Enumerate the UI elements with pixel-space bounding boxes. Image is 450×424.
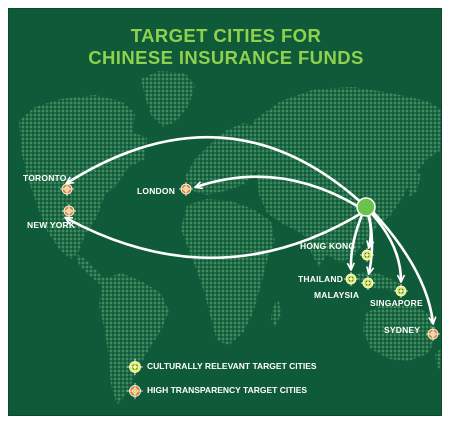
- legend-transparency-marker: [127, 383, 143, 399]
- legend-label-culturally-relevant: CULTURALLY RELEVANT TARGET CITIES: [147, 361, 317, 371]
- crosshair-target-icon-toronto: [60, 182, 74, 196]
- crosshair-target-icon-london: [179, 182, 193, 196]
- city-label-hong-kong: HONG KONG: [300, 241, 356, 251]
- crosshair-target-icon-hong-kong: [360, 248, 374, 262]
- city-label-new-york: NEW YORK: [27, 220, 76, 230]
- city-label-sydney: SYDNEY: [384, 325, 421, 335]
- africa: [181, 199, 275, 345]
- flow-arrows: [66, 136, 433, 323]
- city-label-malaysia: MALAYSIA: [314, 290, 360, 300]
- arrow-to-thailand: [351, 213, 364, 269]
- arrow-to-sydney: [372, 211, 433, 323]
- north-america: [19, 95, 147, 259]
- new-zealand: [435, 349, 441, 371]
- asia: [253, 87, 441, 263]
- madagascar: [271, 301, 281, 327]
- southeast-asia-islands: [355, 271, 403, 291]
- arrow-to-new-york: [66, 209, 367, 260]
- city-label-thailand: THAILAND: [298, 274, 344, 284]
- city-label-london: LONDON: [137, 186, 176, 196]
- japan: [407, 169, 421, 197]
- legend-label-high-transparency: HIGH TRANSPARENCY TARGET CITIES: [147, 385, 308, 395]
- crosshair-target-icon-sydney: [426, 327, 440, 341]
- world-map: [19, 71, 441, 405]
- arrow-to-toronto: [67, 136, 367, 208]
- city-label-toronto: TORONTO: [23, 173, 67, 183]
- arrow-to-singapore: [371, 213, 401, 281]
- central-america: [75, 253, 107, 285]
- arrow-to-malaysia: [369, 213, 372, 273]
- south-america: [99, 273, 169, 405]
- australia: [363, 303, 437, 361]
- legend-culturally-marker: [127, 359, 143, 375]
- high-transparency-markers: [60, 182, 440, 341]
- title-line-2: CHINESE INSURANCE FUNDS: [88, 47, 364, 68]
- greenland: [141, 71, 195, 127]
- land-masses: [19, 71, 441, 405]
- origin-dot-icon: [356, 197, 376, 217]
- crosshair-target-icon-singapore: [394, 284, 408, 298]
- title-line-1: TARGET CITIES FOR: [130, 25, 322, 46]
- arrow-to-london: [196, 175, 361, 209]
- crosshair-target-icon-thailand: [344, 272, 358, 286]
- city-label-singapore: SINGAPORE: [370, 298, 423, 308]
- map-panel: TARGET CITIES FOR CHINESE INSURANCE FUND…: [8, 8, 442, 416]
- crosshair-target-icon-new-york: [62, 204, 76, 218]
- crosshair-target-icon-malaysia: [361, 276, 375, 290]
- culturally-relevant-markers: [344, 248, 408, 298]
